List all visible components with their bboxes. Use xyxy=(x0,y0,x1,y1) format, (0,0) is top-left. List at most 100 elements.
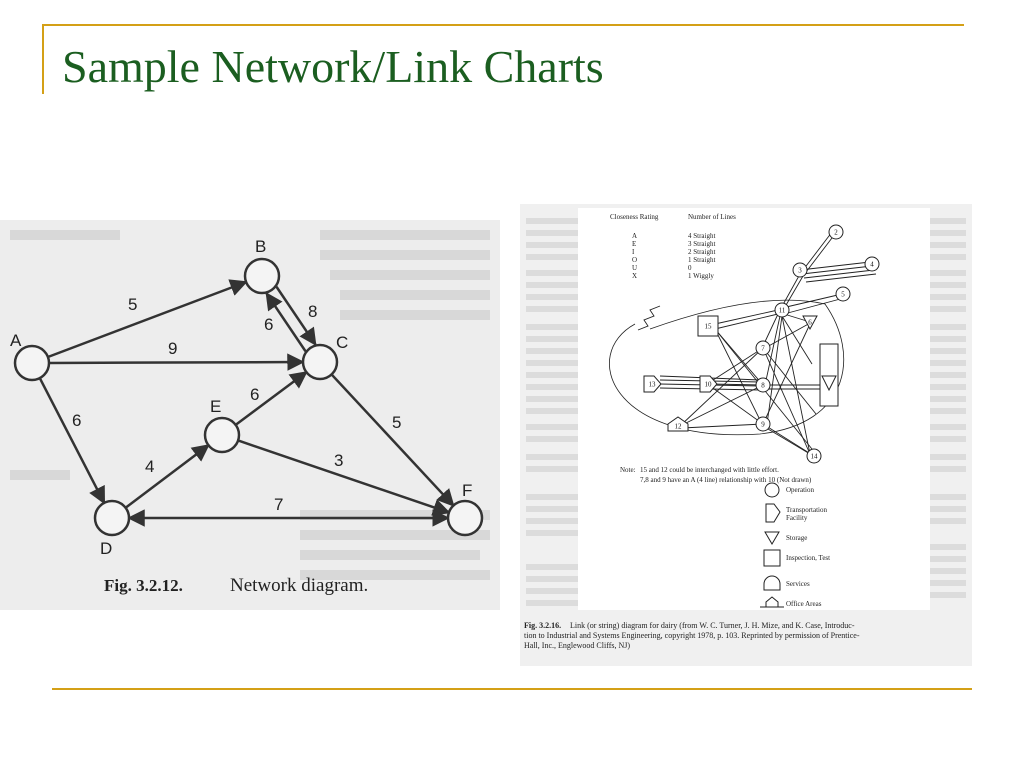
link-node-label-11: 11 xyxy=(779,307,786,315)
link-node-11 xyxy=(774,302,790,318)
slide-title: Sample Network/Link Charts xyxy=(62,41,604,92)
symbol-legend-label: Office Areas xyxy=(786,600,822,608)
legend-header-rating: Closeness Rating xyxy=(610,213,659,221)
note-label: Note: xyxy=(620,466,636,474)
office-house-icon xyxy=(760,596,784,608)
node-label-E: E xyxy=(210,397,221,416)
link-caption-line1: Link (or string) diagram for dairy (from… xyxy=(570,621,855,630)
edge-weight-D-F: 7 xyxy=(274,495,283,514)
inspection-square-icon xyxy=(763,549,781,567)
symbol-legend-label: Operation xyxy=(786,486,814,494)
storage-bin xyxy=(819,343,839,407)
link-node-9 xyxy=(755,416,771,432)
link-node-label-2: 2 xyxy=(834,229,838,237)
link-node-2 xyxy=(828,224,844,240)
edge-weight-B-C: 6 xyxy=(264,315,273,334)
link-node-label-4: 4 xyxy=(870,261,874,269)
note-line2: 7,8 and 9 have an A (4 line) relationshi… xyxy=(640,476,812,484)
edge-weight-A-B: 5 xyxy=(128,295,137,314)
title-rule-top xyxy=(42,24,964,26)
note-line1: 15 and 12 could be interchanged with lit… xyxy=(640,466,779,474)
symbol-legend-label: Storage xyxy=(786,534,807,542)
edge-weight-A-D: 6 xyxy=(72,411,81,430)
link-node-label-14: 14 xyxy=(811,453,819,461)
storage-triangle-icon xyxy=(764,531,780,545)
storage-triangle-icon xyxy=(821,375,837,392)
link-node-label-8: 8 xyxy=(761,382,765,390)
node-label-F: F xyxy=(462,481,472,500)
title-rule-left xyxy=(42,24,44,94)
symbol-legend-label: Inspection, Test xyxy=(786,554,830,562)
legend-rating: E xyxy=(632,240,636,248)
link-node-label-10: 10 xyxy=(705,381,713,389)
legend-lines: 0 xyxy=(688,264,692,272)
network-caption-text: Network diagram. xyxy=(230,575,368,596)
legend-lines: 2 Straight xyxy=(688,248,715,256)
node-A xyxy=(13,344,51,382)
link-node-15 xyxy=(697,315,719,337)
link-node-7 xyxy=(755,340,771,356)
node-label-D: D xyxy=(100,539,112,558)
symbol-legend-label: Services xyxy=(786,580,810,588)
link-node-label-5: 5 xyxy=(841,291,845,299)
link-node-3 xyxy=(792,262,808,278)
legend-rating: I xyxy=(632,248,635,256)
legend-lines: 1 Wiggly xyxy=(688,272,714,280)
legend-rating: U xyxy=(632,264,637,272)
link-node-8 xyxy=(755,377,771,393)
edge-weight-E-C: 6 xyxy=(250,385,259,404)
legend-header-lines: Number of Lines xyxy=(688,213,736,221)
link-node-label-6: 6 xyxy=(808,319,812,327)
symbol-legend-label: Facility xyxy=(786,514,808,522)
edge-B-C xyxy=(275,286,317,347)
link-node-10 xyxy=(699,375,718,393)
link-node-label-7: 7 xyxy=(761,345,765,353)
edge-D-E xyxy=(124,444,210,509)
link-node-label-3: 3 xyxy=(798,267,802,275)
legend-lines: 3 Straight xyxy=(688,240,715,248)
edge-A-B xyxy=(47,279,248,359)
edge-A-D xyxy=(38,377,106,505)
legend-lines: 1 Straight xyxy=(688,256,715,264)
link-caption-line2: tion to Industrial and Systems Engineeri… xyxy=(524,631,860,640)
link-node-12 xyxy=(667,416,689,432)
bottom-rule xyxy=(52,688,972,690)
node-F xyxy=(446,499,484,537)
edge-A-C xyxy=(48,353,305,371)
link-node-label-13: 13 xyxy=(649,381,657,389)
edge-weight-A-C: 9 xyxy=(168,339,177,358)
link-diagram-svg: Closeness Rating Number of Lines A 4 Stra… xyxy=(524,208,966,650)
operation-circle-icon xyxy=(764,482,780,498)
link-node-13 xyxy=(643,375,662,393)
link-node-5 xyxy=(835,286,851,302)
edge-weight-C-B: 8 xyxy=(308,302,317,321)
edge-weight-C-F: 5 xyxy=(392,413,401,432)
link-node-4 xyxy=(864,256,880,272)
link-caption-bold: Fig. 3.2.16. xyxy=(524,621,561,630)
transport-arrow-icon xyxy=(765,503,781,523)
edge-C-B xyxy=(265,291,307,352)
node-label-B: B xyxy=(255,237,266,256)
legend-rating: A xyxy=(632,232,637,240)
link-node-14 xyxy=(806,448,822,464)
node-D xyxy=(93,499,131,537)
node-label-A: A xyxy=(10,331,22,350)
link-diagram-figure: Closeness Rating Number of Lines A 4 Stra… xyxy=(520,204,972,666)
link-node-label-12: 12 xyxy=(675,423,683,431)
link-caption-line3: Hall, Inc., Englewood Cliffs, NJ) xyxy=(524,641,630,650)
services-arch-icon xyxy=(763,575,781,591)
node-label-C: C xyxy=(336,333,348,352)
symbol-legend-label: Transportation xyxy=(786,506,827,514)
node-C xyxy=(301,343,339,381)
edge-C-F xyxy=(330,373,455,507)
link-node-label-9: 9 xyxy=(761,421,765,429)
node-B xyxy=(243,257,281,295)
edge-weight-D-E: 4 xyxy=(145,457,154,476)
link-node-label-15: 15 xyxy=(705,323,713,331)
legend-lines: 4 Straight xyxy=(688,232,715,240)
node-E xyxy=(203,416,241,454)
link-node-6 xyxy=(802,315,818,331)
legend-rating: O xyxy=(632,256,637,264)
